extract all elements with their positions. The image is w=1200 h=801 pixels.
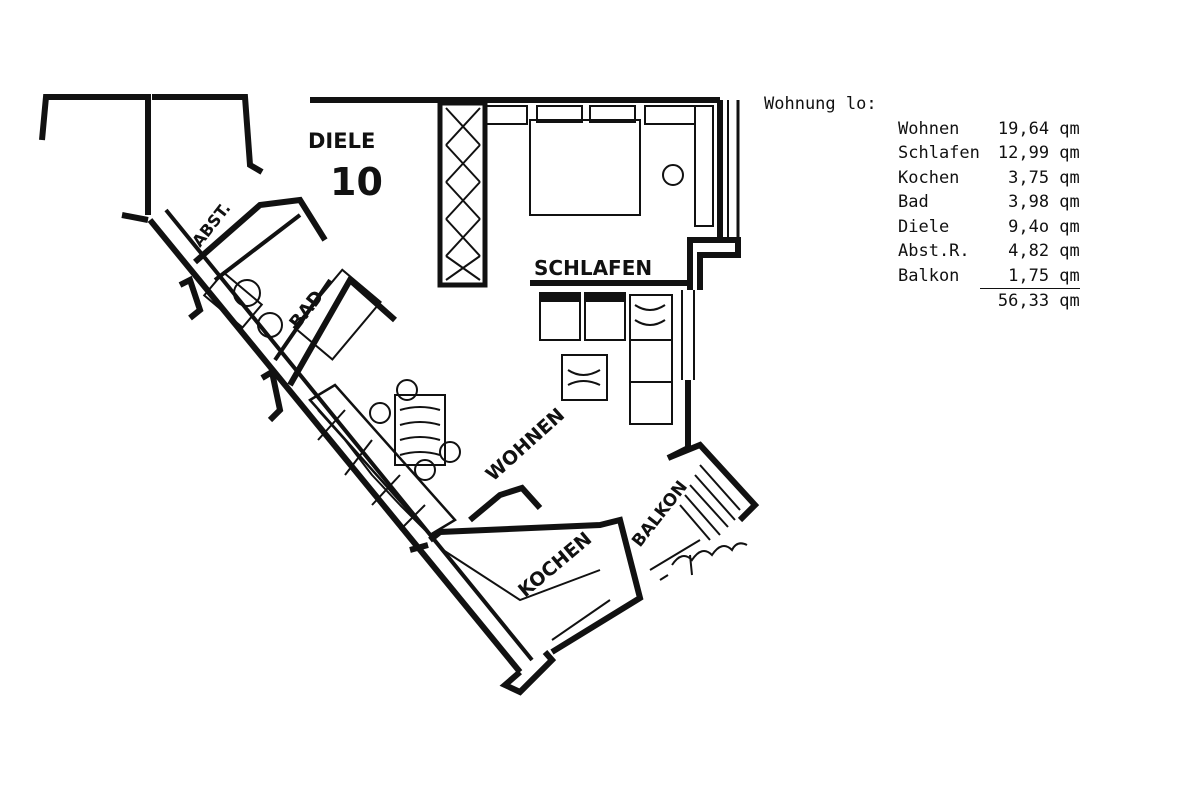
room-name: Diele <box>898 216 950 237</box>
room-name: Bad <box>898 192 929 212</box>
room-area: 1,75 qm <box>979 263 1080 289</box>
room-area: 9,4o qm <box>1008 216 1080 237</box>
room-name: Kochen <box>898 167 960 188</box>
table-row: Kochen 3,75 qm <box>898 166 1080 191</box>
table-row: Bad 3,98 qm <box>898 190 1080 215</box>
diele-label: DIELE <box>308 129 375 153</box>
room-label-abst: ABST. <box>188 199 234 251</box>
room-area: 12,99 qm <box>997 143 1080 163</box>
wardrobe <box>437 100 488 288</box>
table-row: Diele 9,4o qm <box>898 215 1080 240</box>
table-row: Balkon 1,75 qm <box>898 263 1080 289</box>
room-label-kochen: KOCHEN <box>514 528 596 602</box>
living-furniture <box>202 268 748 581</box>
room-name: Wohnen <box>898 118 960 139</box>
walls <box>39 94 760 696</box>
room-name: Schlafen <box>898 143 980 163</box>
room-label-balkon: BALKON <box>628 477 692 551</box>
total-area: 56,33 qm <box>997 291 1080 311</box>
room-area: 3,98 qm <box>1008 192 1080 212</box>
area-legend: Wohnung lo: Wohnen 19,64 qm Schlafen 12,99… <box>764 92 1080 314</box>
room-label-wohnen: WOHNEN <box>482 404 569 486</box>
table-row: Schlafen 12,99 qm <box>898 141 1080 166</box>
room-name: Abst.R. <box>898 241 970 261</box>
bed <box>484 105 714 227</box>
room-label-schlafen: SCHLAFEN <box>534 256 652 280</box>
legend-title: Wohnung lo: <box>764 94 877 114</box>
apartment-number: 10 <box>330 160 383 204</box>
table-row: Abst.R. 4,82 qm <box>898 239 1080 264</box>
room-area: 19,64 qm <box>997 118 1080 139</box>
room-area: 3,75 qm <box>1008 167 1080 188</box>
area-table: Wohnen 19,64 qm Schlafen 12,99 qm Kochen 3,… <box>898 117 1080 314</box>
room-area: 4,82 qm <box>1008 241 1080 261</box>
total-row: 56,33 qm <box>898 289 1080 314</box>
room-name: Balkon <box>898 265 960 286</box>
table-row: Wohnen 19,64 qm <box>898 117 1080 142</box>
